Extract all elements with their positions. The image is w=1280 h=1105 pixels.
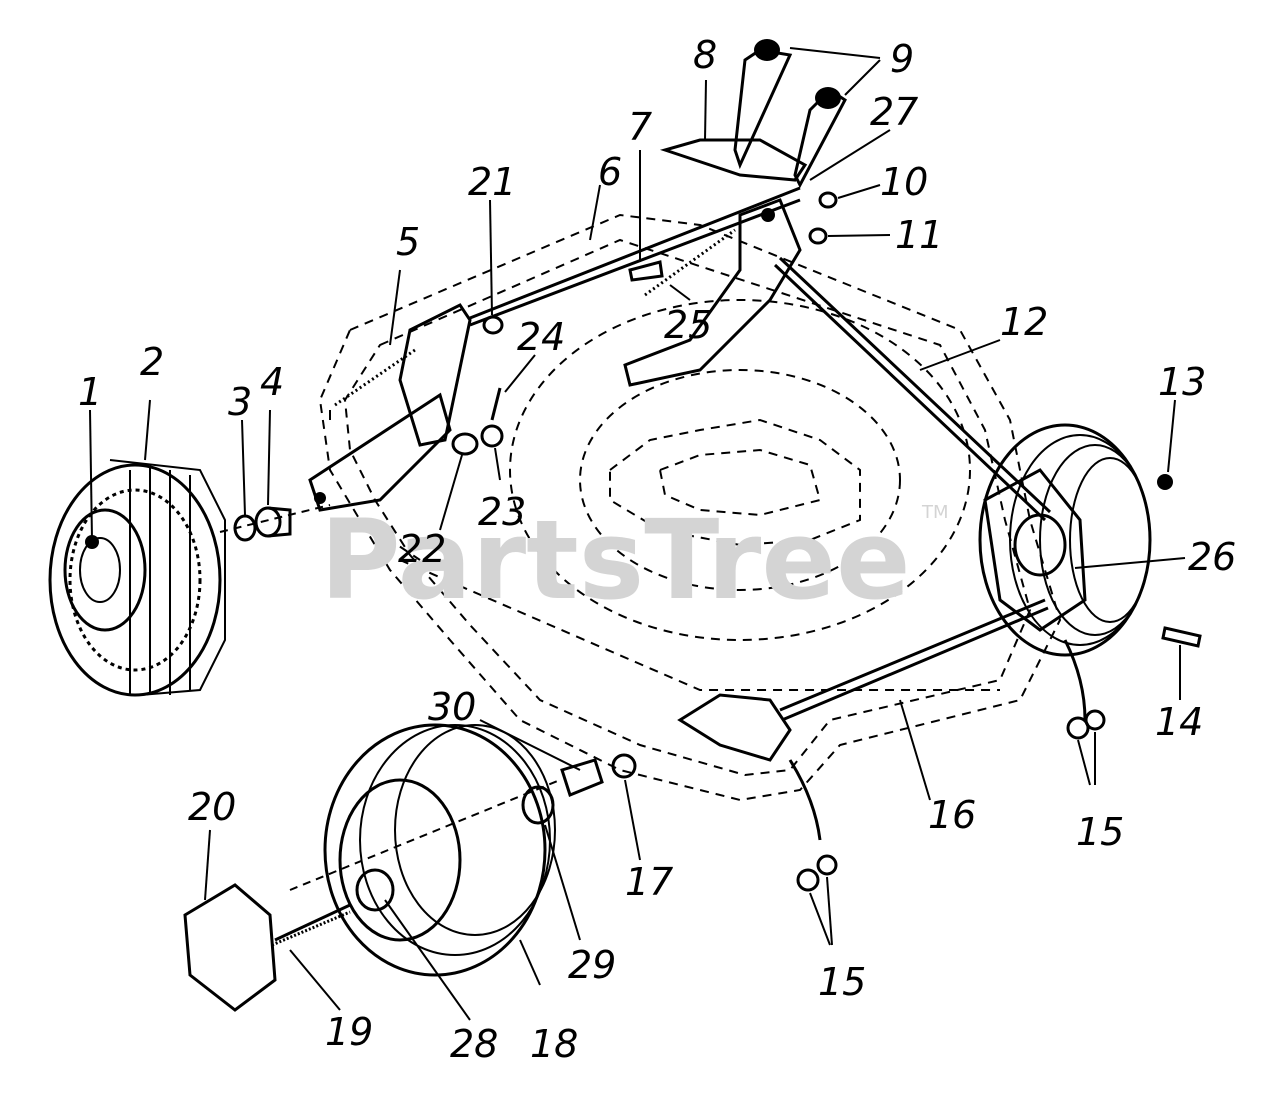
callout-25: 25 <box>664 303 712 347</box>
callout-18: 18 <box>530 1022 578 1066</box>
watermark: PartsTree <box>320 496 911 624</box>
callout-22: 22 <box>398 527 446 571</box>
callout-13: 13 <box>1158 360 1206 404</box>
callout-15a: 15 <box>1076 810 1124 854</box>
callout-9: 9 <box>890 37 914 81</box>
callout-10: 10 <box>880 160 928 204</box>
callout-7: 7 <box>628 105 652 149</box>
callout-14: 14 <box>1155 700 1203 744</box>
rear-wheel-left <box>48 459 226 697</box>
callout-16: 16 <box>928 793 976 837</box>
callout-15b: 15 <box>818 960 866 1004</box>
handle-linkage <box>469 39 1052 522</box>
front-wheel-left <box>289 723 637 977</box>
mower-deck <box>318 213 1062 802</box>
callout-3: 3 <box>228 380 252 424</box>
hubcap-and-bolt <box>183 883 351 1012</box>
callout-24: 24 <box>517 315 565 359</box>
callout-29: 29 <box>568 943 616 987</box>
leader-lines <box>89 47 1186 1021</box>
callout-11: 11 <box>895 213 943 257</box>
callout-8: 8 <box>693 33 717 77</box>
front-wheel-right <box>978 423 1202 721</box>
callout-17: 17 <box>625 860 673 904</box>
front-axle <box>677 598 1049 841</box>
callout-1: 1 <box>78 370 102 414</box>
callout-23: 23 <box>478 490 526 534</box>
callout-19: 19 <box>325 1010 373 1054</box>
callout-labels: 1 2 3 4 5 6 7 8 9 10 11 12 13 14 15 15 1… <box>78 33 1236 1066</box>
flange-nuts <box>796 709 1106 892</box>
callout-2: 2 <box>140 340 164 384</box>
callout-4: 4 <box>260 360 284 404</box>
callout-21: 21 <box>468 160 516 204</box>
callout-26: 26 <box>1188 535 1236 579</box>
height-adjuster-left <box>308 303 504 512</box>
callout-30: 30 <box>428 685 476 729</box>
callout-12: 12 <box>1000 300 1048 344</box>
watermark-trademark: TM <box>921 502 949 523</box>
callout-5: 5 <box>396 220 420 264</box>
rear-axle-hardware <box>219 504 331 542</box>
callout-28: 28 <box>450 1022 498 1066</box>
callout-27: 27 <box>870 90 918 134</box>
callout-6: 6 <box>598 150 622 194</box>
callout-20: 20 <box>188 785 236 829</box>
